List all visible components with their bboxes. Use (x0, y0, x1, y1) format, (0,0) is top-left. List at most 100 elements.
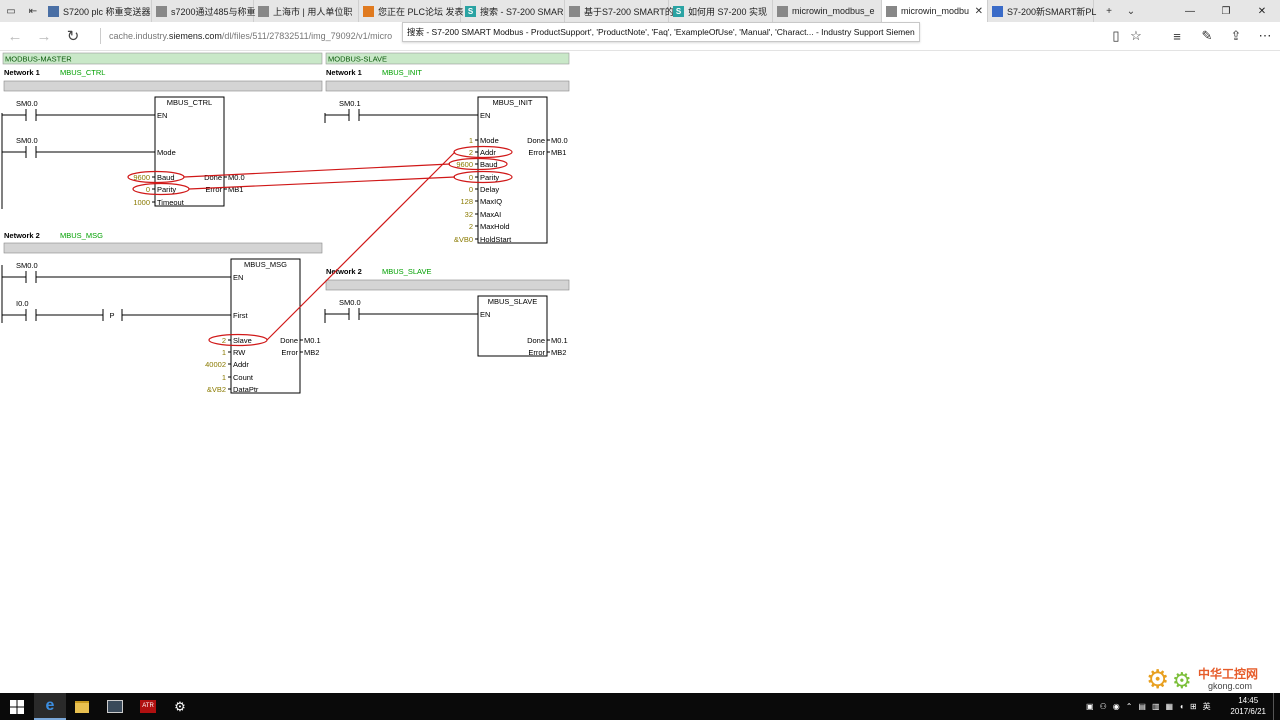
input-value: 40002 (205, 360, 226, 369)
address-bar[interactable]: cache.industry.siemens.com/dl/files/511/… (100, 27, 410, 45)
section-title: MODBUS-MASTER (5, 55, 72, 64)
input-value: 2 (222, 336, 226, 345)
pin-label: Count (233, 373, 254, 382)
tray-app-icon[interactable]: ⚇ (1099, 702, 1107, 711)
refresh-icon[interactable]: ↻ (66, 28, 80, 45)
hub-icon[interactable]: ≡ (1173, 28, 1181, 44)
tab-back-icon[interactable]: ⇤ (28, 5, 38, 17)
edge-browser-icon[interactable]: e (34, 693, 66, 720)
gear-icon: ⚙ (1146, 664, 1170, 694)
page-icon (48, 5, 59, 17)
pin-label: MaxHold (480, 222, 510, 231)
app-window-icon[interactable] (98, 693, 132, 720)
pin-label: Parity (480, 173, 499, 182)
more-icon[interactable]: ⋯ (1258, 28, 1272, 43)
output-value: MB1 (228, 185, 243, 194)
tab-10[interactable]: S7-200新SMART新PL (988, 0, 1097, 22)
contact-label: SM0.0 (16, 136, 38, 145)
input-method-indicator[interactable]: 英 (1202, 702, 1211, 711)
pin-label: First (233, 311, 248, 320)
network-label: Network 1 (326, 68, 362, 77)
block-title: MBUS_SLAVE (488, 297, 537, 306)
clock-date: 2017/6/21 (1230, 707, 1266, 716)
page-icon (886, 5, 897, 17)
network-icon[interactable]: ▦ (1165, 702, 1174, 711)
output-value: M0.1 (551, 336, 568, 345)
contact-label: SM0.0 (16, 261, 38, 270)
block-title: MBUS_MSG (244, 260, 287, 269)
input-value: 1 (222, 348, 226, 357)
input-value: 0 (146, 185, 150, 194)
windows-start-icon[interactable] (0, 693, 34, 720)
network-bar (3, 80, 323, 92)
tab-2[interactable]: s7200通过485与称重 (152, 0, 256, 22)
clock[interactable]: 14:45 2017/6/21 (1230, 695, 1266, 717)
contact-label: SM0.0 (339, 298, 361, 307)
app-logo-icon[interactable]: ATR (132, 693, 164, 720)
tab-5[interactable]: S 搜索 - S7-200 SMAR (461, 0, 565, 22)
tab-label: 搜索 - S7-200 SMAR (480, 6, 564, 17)
tab-3[interactable]: 上海市 | 用人单位职 (254, 0, 359, 22)
pin-label: Baud (157, 173, 175, 182)
input-value: 0 (469, 185, 473, 194)
forward-arrow-icon[interactable]: → (36, 27, 52, 45)
highlight-ellipse (453, 145, 513, 159)
tray-chevron-icon[interactable]: ⌃ (1125, 702, 1133, 711)
tab-label: 基于S7-200 SMART的 (584, 6, 674, 17)
back-arrow-icon[interactable]: ← (7, 27, 23, 45)
tab-label: S7200 plc 称重变送器 (63, 6, 151, 17)
new-tab-icon[interactable]: + (1106, 5, 1112, 17)
settings-gear-icon[interactable]: ⚙ (174, 698, 186, 714)
input-value: 9600 (456, 160, 473, 169)
tab-6[interactable]: 基于S7-200 SMART的 (565, 0, 674, 22)
volume-icon[interactable]: ◖ (1179, 702, 1184, 711)
pin-label: MaxIQ (480, 197, 502, 206)
siemens-s-icon: S (465, 5, 476, 17)
watermark-logo: ⚙ ⚙ 中华工控网 gkong.com (1140, 662, 1275, 694)
input-value: 32 (465, 210, 473, 219)
tray-app-icon[interactable]: ▥ (1151, 702, 1160, 711)
tray-app-icon[interactable]: ▤ (1138, 702, 1146, 711)
function-block (477, 295, 548, 357)
network-bar (325, 80, 570, 92)
minimize-icon[interactable]: — (1185, 5, 1195, 17)
highlight-connector (266, 151, 456, 341)
url-path: /dl/files/511/27832511/img_79092/v1/micr… (221, 31, 393, 41)
favorite-star-icon[interactable]: ☆ (1130, 28, 1142, 43)
pin-label: Baud (480, 160, 498, 169)
tray-app-icon[interactable]: ▣ (1086, 702, 1094, 711)
pin-label: Delay (480, 185, 499, 194)
tab-4[interactable]: 您正在 PLC论坛 发表 (359, 0, 464, 22)
tab-label: S7-200新SMART新PL (1007, 6, 1097, 17)
pin-label: EN (480, 111, 490, 120)
close-window-icon[interactable]: ✕ (1257, 5, 1267, 17)
page-icon (777, 5, 788, 17)
pin-label: Done (280, 336, 298, 345)
show-desktop-button[interactable] (1273, 693, 1280, 720)
pin-label: Done (527, 136, 545, 145)
input-value: &VB0 (454, 235, 473, 244)
tab-8[interactable]: microwin_modbus_e (773, 0, 882, 22)
doc-icon (992, 5, 1003, 17)
close-tab-icon[interactable]: ✕ (974, 5, 983, 17)
pin-label: Timeout (157, 198, 185, 207)
tab-1[interactable]: S7200 plc 称重变送器 (44, 0, 152, 22)
chevron-down-icon[interactable]: ⌄ (1126, 5, 1136, 17)
tab-tooltip: 搜索 - S7-200 SMART Modbus - ProductSuppor… (402, 22, 920, 42)
tray-app-icon[interactable]: ⊞ (1189, 702, 1197, 711)
tab-9[interactable]: microwin_modbu✕ (882, 0, 988, 23)
share-icon[interactable]: ⇪ (1230, 28, 1242, 43)
tray-app-icon[interactable]: ◉ (1112, 702, 1120, 711)
file-explorer-icon[interactable] (66, 693, 98, 720)
input-value: 0 (469, 173, 473, 182)
watermark-title: 中华工控网 (1198, 667, 1259, 681)
divider (100, 28, 101, 44)
highlight-connector (183, 163, 451, 178)
tab-preview-icon[interactable]: ▭ (6, 5, 16, 17)
reading-view-icon[interactable]: ▯ (1112, 28, 1120, 43)
web-note-icon[interactable]: ✎ (1201, 28, 1213, 43)
restore-icon[interactable]: ❐ (1221, 5, 1231, 17)
section-title: MODBUS-SLAVE (328, 55, 387, 64)
